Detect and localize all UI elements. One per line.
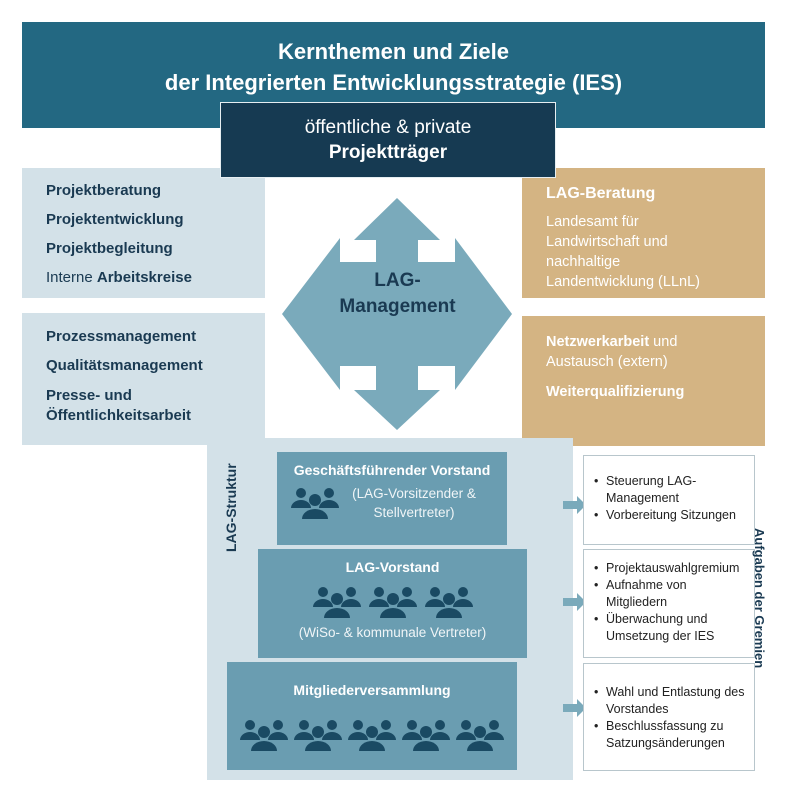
aufgaben-der-gremien-label: Aufgaben der Gremien bbox=[752, 528, 767, 669]
task-item: Steuerung LAG-Management bbox=[594, 473, 746, 507]
lag-beratung-title: LAG-Beratung bbox=[546, 185, 656, 202]
tasks-geschaeftsfuehrender-vorstand: Steuerung LAG-ManagementVorbereitung Sit… bbox=[583, 455, 755, 545]
task-item: Vorbereitung Sitzungen bbox=[594, 507, 746, 524]
tier-lag-vorstand: LAG-Vorstand (WiSo- & kommunale Vertrete… bbox=[258, 549, 527, 658]
tier-title: Geschäftsführender Vorstand bbox=[293, 462, 491, 478]
traeger-line-1: öffentliche & private bbox=[304, 117, 472, 138]
tasks-mitgliederversammlung: Wahl und Entlastung des VorstandesBeschl… bbox=[583, 663, 755, 771]
tier-subtitle: (WiSo- & kommunale Vertreter) bbox=[298, 625, 487, 640]
item-projektbegleitung: Projektbegleitung bbox=[46, 240, 173, 257]
project-support-box: Projektberatung Projektentwicklung Proje… bbox=[22, 168, 265, 298]
title-line-1: Kernthemen und Ziele bbox=[277, 39, 510, 64]
tier-geschaeftsfuehrender-vorstand: Geschäftsführender Vorstand (LAG-Vorsitz… bbox=[277, 452, 507, 545]
arrow-right-icon bbox=[563, 699, 586, 717]
netzwerk-bold: Netzwerkarbeit bbox=[546, 334, 650, 350]
tier-title: Mitgliederversammlung bbox=[293, 682, 451, 698]
tier-title: LAG-Vorstand bbox=[345, 559, 440, 575]
traeger-line-2: Projektträger bbox=[328, 142, 448, 163]
weiterqualifizierung: Weiterqualifizierung bbox=[546, 384, 685, 400]
item-presse: Presse- und Öffentlichkeitsarbeit bbox=[46, 387, 192, 424]
tier-mitgliederversammlung: Mitgliederversammlung bbox=[227, 662, 517, 770]
task-item: Projektauswahlgremium bbox=[594, 560, 746, 577]
netzwerk-text: Netzwerkarbeit und Austausch (extern) bbox=[546, 332, 746, 372]
lag-struktur-label: LAG-Struktur bbox=[223, 463, 239, 552]
people-group-icon bbox=[240, 718, 288, 752]
task-item: Aufnahme von Mitgliedern bbox=[594, 577, 746, 611]
item-qualitaetsmanagement: Qualitätsmanagement bbox=[46, 357, 203, 374]
title-line-2: der Integrierten Entwicklungsstrategie (… bbox=[164, 70, 623, 95]
people-group-icon bbox=[424, 585, 473, 619]
lag-beratung-box: LAG-Beratung Landesamt für Landwirtschaf… bbox=[522, 168, 765, 298]
task-item: Beschlussfassung zu Satzungsänderungen bbox=[594, 718, 746, 752]
people-group-icon bbox=[402, 718, 450, 752]
lag-management-label: LAG- Management bbox=[339, 270, 456, 317]
item-prozessmanagement: Prozessmanagement bbox=[46, 328, 197, 345]
people-group-icon bbox=[312, 585, 361, 619]
arrow-right-icon bbox=[563, 593, 586, 611]
task-item: Überwachung und Umsetzung der IES bbox=[594, 611, 746, 645]
lag-beratung-text: Landesamt für Landwirtschaft und nachhal… bbox=[546, 214, 700, 290]
arbeitskreise-prefix: Interne bbox=[46, 269, 97, 286]
tier-subtitle: (LAG-Vorsitzender & Stellvertreter) bbox=[352, 486, 476, 520]
people-group-icon bbox=[368, 585, 417, 619]
netzwerk-rest: und Austausch (extern) bbox=[546, 334, 678, 370]
task-item: Wahl und Entlastung des Vorstandes bbox=[594, 684, 746, 718]
item-projektberatung: Projektberatung bbox=[46, 182, 162, 199]
people-group-icon bbox=[291, 486, 339, 520]
projekttraeger-box: öffentliche & private Projektträger bbox=[220, 102, 556, 178]
netzwerk-box: Netzwerkarbeit und Austausch (extern) We… bbox=[522, 316, 765, 446]
item-arbeitskreise: Interne Arbeitskreise bbox=[46, 269, 265, 286]
arrow-right-icon bbox=[563, 496, 586, 514]
arbeitskreise-bold: Arbeitskreise bbox=[96, 269, 192, 286]
item-projektentwicklung: Projektentwicklung bbox=[46, 211, 184, 228]
management-box: Prozessmanagement Qualitätsmanagement Pr… bbox=[22, 313, 265, 445]
tasks-lag-vorstand: ProjektauswahlgremiumAufnahme von Mitgli… bbox=[583, 549, 755, 658]
people-group-icon bbox=[348, 718, 396, 752]
people-group-icon bbox=[456, 718, 504, 752]
people-group-icon bbox=[294, 718, 342, 752]
